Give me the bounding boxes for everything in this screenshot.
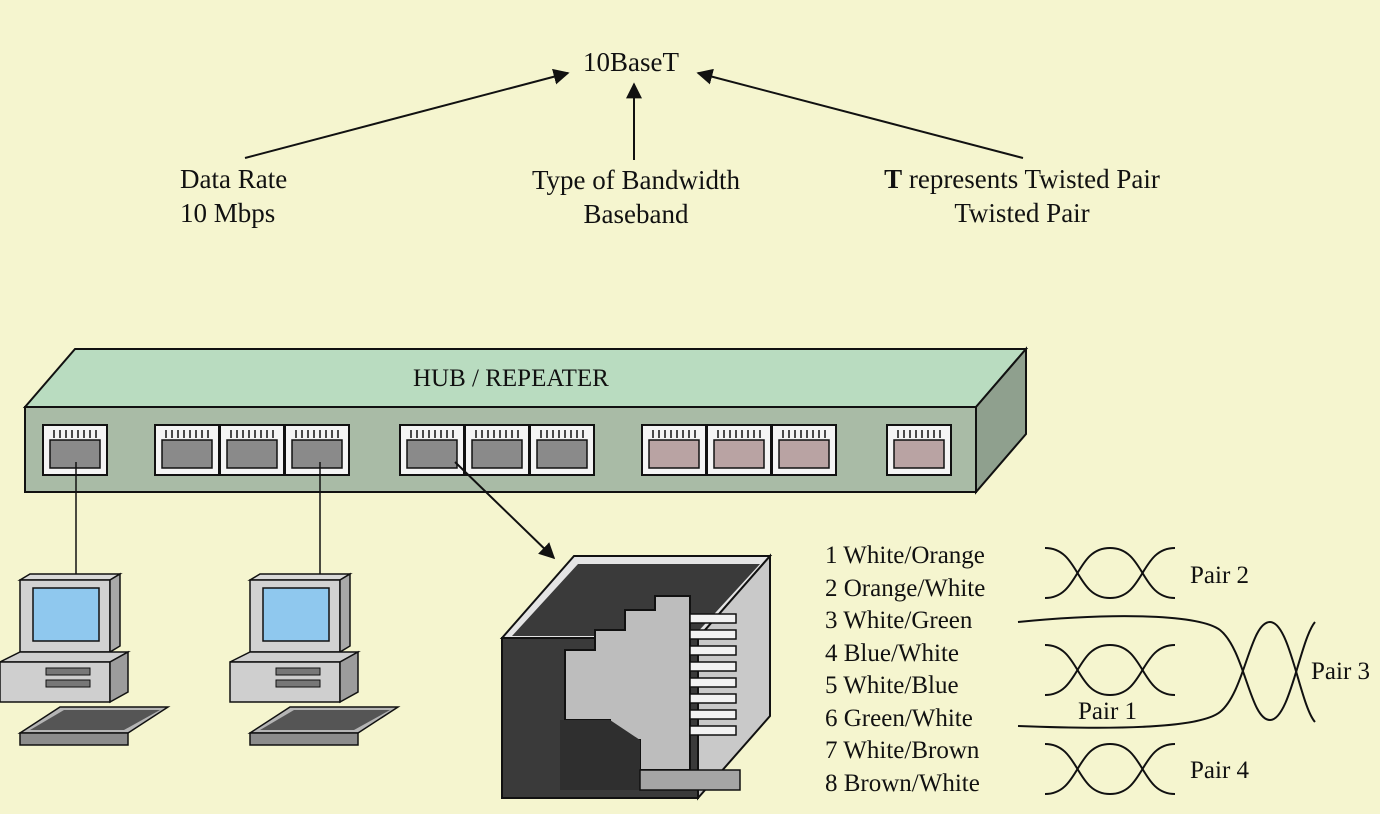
- twisted-pair-label: T represents Twisted Pair Twisted Pair: [855, 162, 1189, 230]
- bandwidth-line1: Type of Bandwidth: [531, 165, 741, 195]
- arrow-twisted-pair: [696, 68, 1024, 159]
- pin-2: 2 Orange/White: [825, 574, 986, 602]
- pair-2-twist: [1044, 546, 1176, 600]
- pair-twists: [1017, 546, 1316, 796]
- pair-3-twist: [1017, 615, 1316, 729]
- pair-2-label: Pair 2: [1190, 562, 1250, 589]
- hub-port: [154, 424, 220, 476]
- hub-port: [641, 424, 707, 476]
- computer-icon: [0, 572, 171, 746]
- title: 10BaseT: [583, 47, 679, 77]
- pair-1-label: Pair 1: [1078, 698, 1138, 725]
- arrow-data-rate: [244, 68, 570, 159]
- arrow-to-jack: [454, 461, 556, 560]
- data-rate-label: Data Rate 10 Mbps: [180, 162, 287, 230]
- data-rate-line2: 10 Mbps: [180, 198, 276, 228]
- pair-1-twist: [1044, 643, 1176, 697]
- pin-6: 6 Green/White: [825, 704, 973, 732]
- hub-port: [706, 424, 772, 476]
- pin-3: 3 White/Green: [825, 607, 973, 634]
- pair-4-label: Pair 4: [1190, 757, 1250, 784]
- twisted-pair-line1: T represents Twisted Pair: [855, 162, 1189, 196]
- hub-side-face: [975, 346, 1027, 495]
- pin-5: 5 White/Blue: [825, 672, 959, 699]
- hub-ports: [42, 424, 952, 476]
- bandwidth-line2: Baseband: [583, 199, 689, 229]
- hub-port: [219, 424, 285, 476]
- pair-3-label: Pair 3: [1311, 658, 1371, 685]
- twisted-pair-line2: Twisted Pair: [954, 198, 1090, 228]
- bandwidth-label: Type of Bandwidth Baseband: [508, 163, 764, 231]
- hub-port: [399, 424, 465, 476]
- pin-4: 4 Blue/White: [825, 639, 959, 667]
- pin-1: 1 White/Orange: [825, 542, 985, 569]
- pair-4-twist: [1044, 742, 1176, 796]
- computer-icon: [229, 572, 401, 746]
- hub-port: [771, 424, 837, 476]
- hub-port: [42, 424, 108, 476]
- hub-port: [464, 424, 530, 476]
- twisted-pair-line1-rest: represents Twisted Pair: [902, 164, 1160, 194]
- jack-contacts: [689, 613, 737, 736]
- rj45-jack-icon: [499, 553, 773, 801]
- hub-label: HUB / REPEATER: [413, 365, 609, 392]
- hub-port: [529, 424, 595, 476]
- data-rate-line1: Data Rate: [180, 164, 288, 194]
- pin-7: 7 White/Brown: [825, 737, 980, 764]
- pin-8: 8 Brown/White: [825, 769, 980, 797]
- twisted-pair-bold-t: T: [884, 164, 903, 194]
- hub-port: [284, 424, 350, 476]
- title-arrows: [244, 68, 1024, 160]
- hub-port: [886, 424, 952, 476]
